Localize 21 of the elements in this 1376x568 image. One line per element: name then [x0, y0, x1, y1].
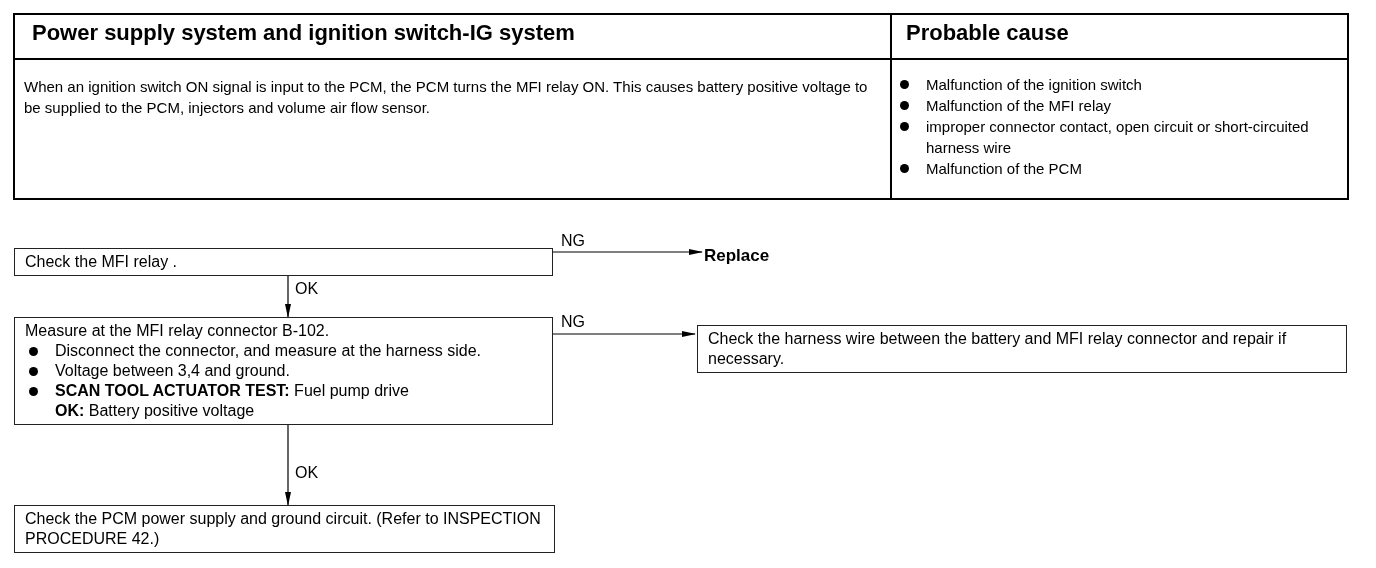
process-box — [14, 317, 553, 425]
process-box: Check the PCM power supply and ground circuit. (Refer to INSPECTION PROCEDURE 42.) — [14, 505, 555, 553]
step-text: Measure at the MFI relay connector B-102. — [25, 321, 331, 341]
table-header: Probable cause — [906, 20, 1070, 46]
result-text: Replace — [704, 246, 804, 266]
step-text: OK: Battery positive voltage — [54, 401, 256, 421]
description-text: When an ignition switch ON signal is input to the PCM, the PCM turns the MFI relay ON. This causes battery positive voltage to be supplied to the PCM, injectors and volume air flow sensor. — [24, 77, 869, 118]
cause-item: Malfunction of the ignition switch — [896, 74, 1344, 95]
arrow — [552, 249, 703, 255]
cause-item: improper connector contact, open circuit or short-circuited harness wire — [896, 116, 1344, 158]
arrow — [285, 275, 291, 318]
table-header: Power supply system and ignition switch-IG system — [32, 20, 576, 46]
process-box: Check the harness wire between the battery and MFI relay connector and repair if necessary. — [697, 325, 1347, 373]
bullet-item: Disconnect the connector, and measure at the harness side. — [25, 341, 542, 361]
bullet-item: SCAN TOOL ACTUATOR TEST: Fuel pump drive — [25, 381, 542, 401]
cause-item: Malfunction of the PCM — [896, 158, 1344, 179]
bullet-item: Voltage between 3,4 and ground. — [25, 361, 542, 381]
cause-item: Malfunction of the MFI relay — [896, 95, 1344, 116]
arrow — [285, 424, 291, 506]
process-box: Check the MFI relay . — [14, 248, 553, 276]
arrow — [552, 331, 696, 337]
